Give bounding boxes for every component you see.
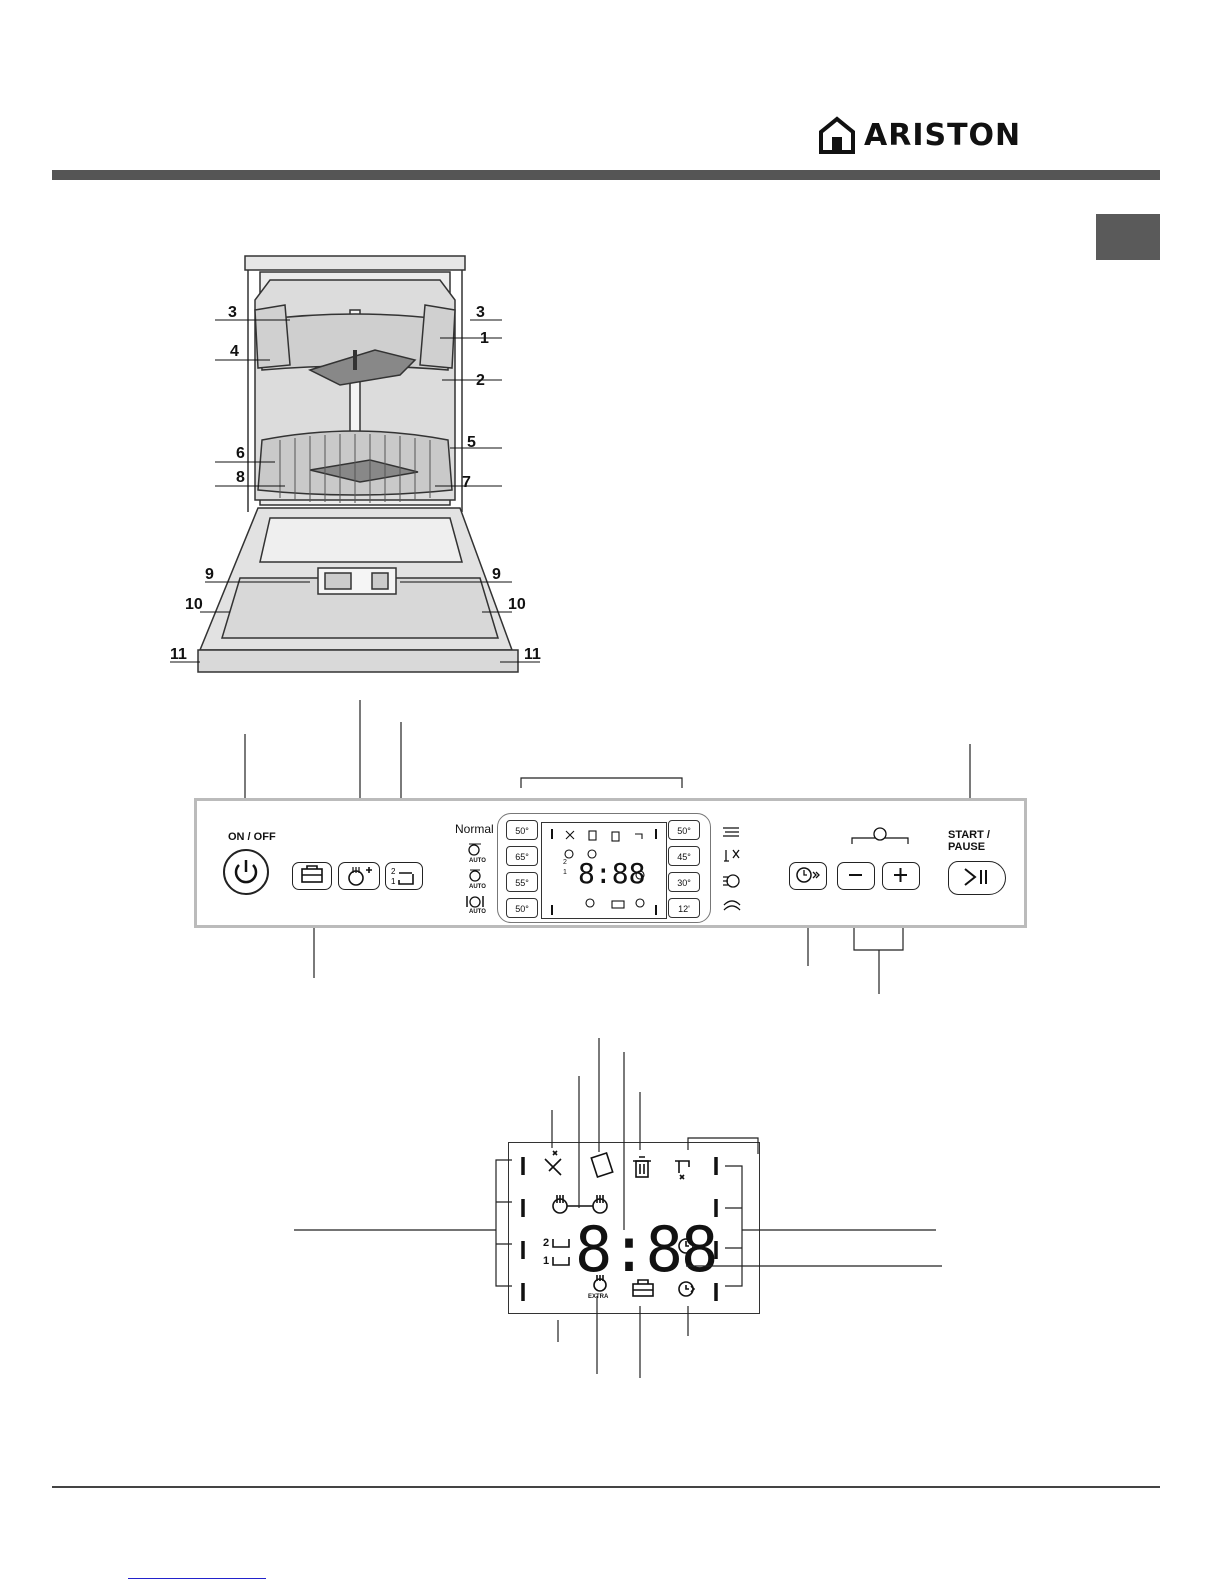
control-panel: ON / OFF 2 1 Normal AUTO AUTO: [194, 798, 1027, 928]
plus-icon: [883, 863, 918, 888]
footer-link-underline: [128, 1578, 266, 1579]
delay-start-button[interactable]: [789, 862, 827, 890]
plus-button[interactable]: [882, 862, 920, 890]
tablet-icon: [293, 863, 330, 888]
program-temp-4[interactable]: 50°: [506, 898, 538, 918]
callout-3-left: 3: [228, 304, 237, 322]
callout-3-right: 3: [476, 304, 485, 322]
mini-display: 2 1 8:88: [541, 822, 667, 919]
callout-9-right: 9: [492, 566, 501, 584]
auto-label-3: AUTO: [469, 909, 486, 915]
half-load-button[interactable]: 2 1: [385, 862, 423, 890]
auto-label-2: AUTO: [469, 884, 486, 890]
callout-5: 5: [467, 434, 476, 452]
header-rule: [52, 170, 1160, 180]
brand-name: ARISTON: [864, 118, 1021, 153]
minus-icon: [838, 863, 873, 888]
program-temp-8[interactable]: 12': [668, 898, 700, 918]
program-temp-2[interactable]: 65°: [506, 846, 538, 866]
half-load-icon: 2 1: [386, 863, 421, 888]
minus-button[interactable]: [837, 862, 875, 890]
tablet-option-button[interactable]: [292, 862, 332, 890]
callout-11-left: 11: [170, 646, 187, 664]
language-tab: [1096, 214, 1160, 260]
pots-pans-program-icon: [467, 841, 483, 857]
delay-icon: [790, 863, 825, 888]
callout-1: 1: [480, 330, 489, 348]
start-pause-button[interactable]: [948, 861, 1006, 895]
dishwasher-illustration: [160, 250, 560, 690]
power-icon: [225, 851, 267, 893]
on-off-label: ON / OFF: [228, 831, 276, 843]
callout-11-right: 11: [524, 646, 541, 664]
callout-10-right: 10: [508, 596, 526, 614]
timer-bracket: [850, 827, 910, 845]
right-program-icons: [721, 823, 743, 915]
ariston-house-icon: [818, 116, 856, 154]
mini-half-load-2: 2: [563, 859, 567, 866]
program-temp-5[interactable]: 50°: [668, 820, 700, 840]
display-leader-lines: [0, 1030, 1225, 1390]
callout-4: 4: [230, 343, 239, 361]
callout-10-left: 10: [185, 596, 203, 614]
svg-text:1: 1: [391, 877, 396, 886]
program-temp-7[interactable]: 30°: [668, 872, 700, 892]
program-temp-6[interactable]: 45°: [668, 846, 700, 866]
callout-6: 6: [236, 445, 245, 463]
extra-dry-icon: [339, 863, 378, 888]
program-temp-3[interactable]: 55°: [506, 872, 538, 892]
footer-rule: [52, 1486, 1160, 1488]
mini-half-load-1: 1: [563, 869, 567, 876]
callout-8: 8: [236, 469, 245, 487]
extra-drying-button[interactable]: [338, 862, 380, 890]
program-temp-1[interactable]: 50°: [506, 820, 538, 840]
brand-logo: ARISTON: [818, 116, 1021, 154]
svg-text:2: 2: [391, 867, 396, 876]
callout-2: 2: [476, 372, 485, 390]
on-off-button[interactable]: [223, 849, 269, 895]
auto-label-1: AUTO: [469, 858, 486, 864]
program-normal-label: Normal: [455, 822, 494, 836]
callout-7: 7: [462, 474, 471, 492]
mini-display-digits: 8:88: [578, 860, 645, 888]
play-pause-icon: [949, 862, 1004, 893]
eco-program-icon: [465, 893, 485, 909]
callout-9-left: 9: [205, 566, 214, 584]
start-pause-label: START / PAUSE: [948, 829, 1024, 853]
normal-program-icon: [467, 867, 483, 883]
